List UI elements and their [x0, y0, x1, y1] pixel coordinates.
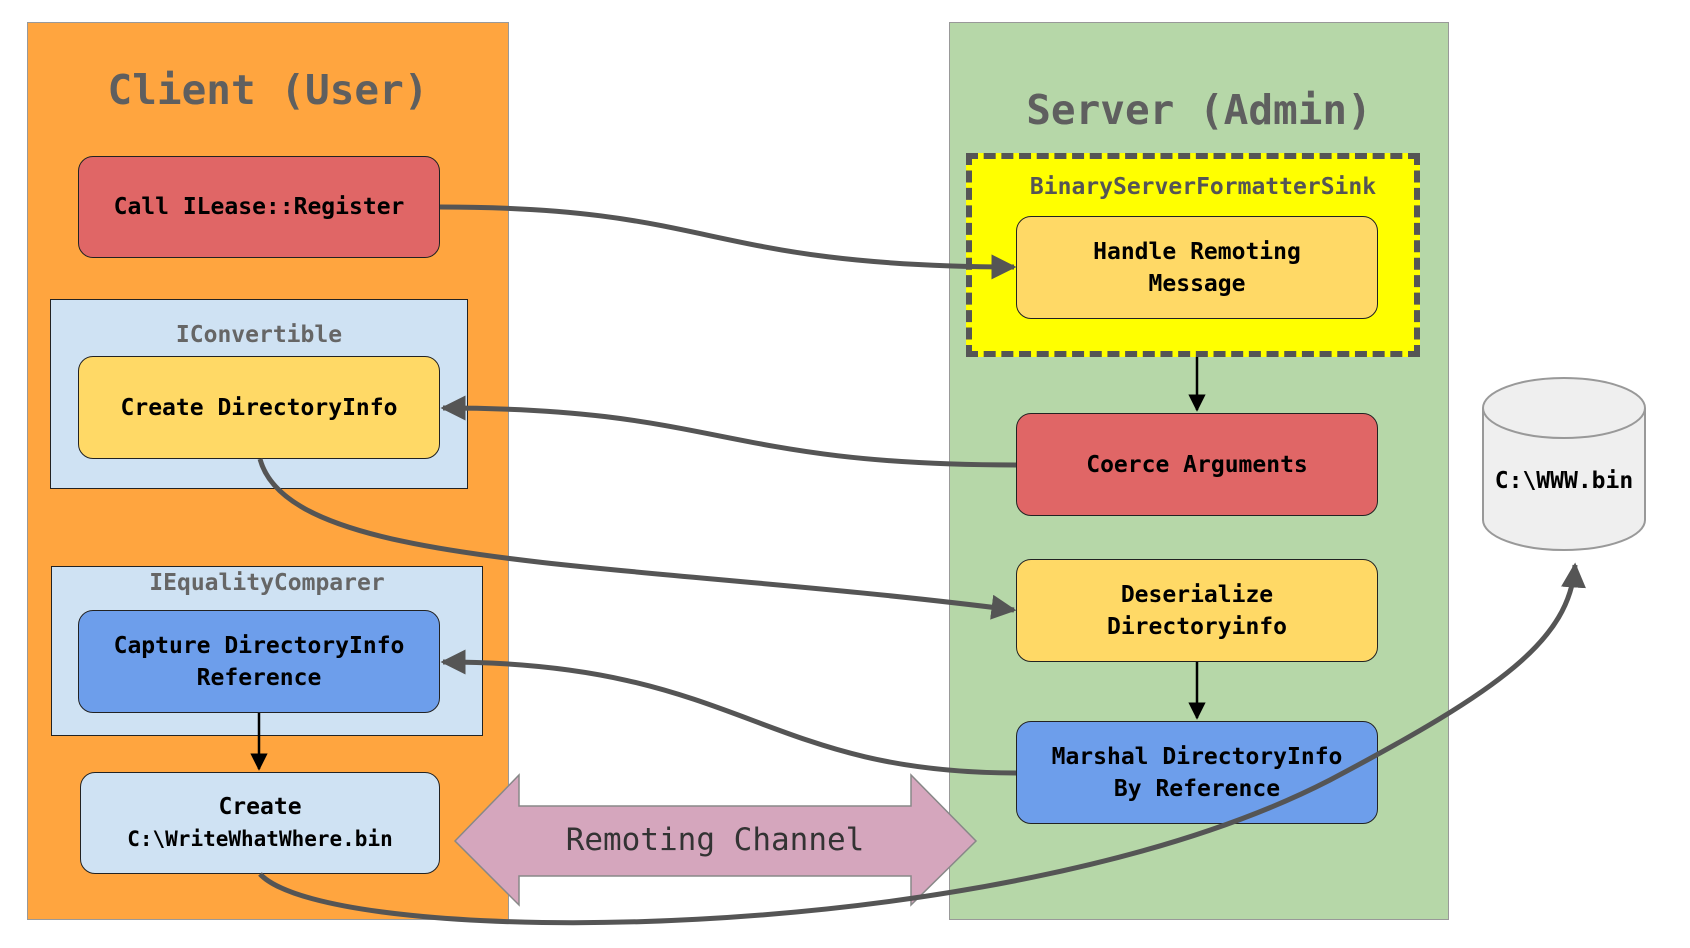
create-file-box: Create C:\WriteWhatWhere.bin: [80, 772, 440, 874]
remoting-channel-label: Remoting Channel: [566, 822, 865, 858]
deserialize-box: Deserialize Directoryinfo: [1016, 559, 1378, 662]
sink-title: BinaryServerFormatterSink: [1029, 174, 1377, 200]
iconvertible-title: IConvertible: [175, 322, 343, 348]
handle-message-box: Handle Remoting Message: [1016, 216, 1378, 319]
coerce-arguments-box: Coerce Arguments: [1016, 413, 1378, 516]
marshal-box: Marshal DirectoryInfo By Reference: [1016, 721, 1378, 824]
arrow-create-to-deserialize: [257, 458, 1017, 620]
storage-cylinder: [1482, 377, 1646, 551]
register-box: Call ILease::Register: [78, 156, 440, 258]
arrow-register-to-handle: [439, 204, 1017, 280]
create-file-line1: Create: [218, 794, 302, 820]
client-title: Client (User): [107, 66, 429, 114]
arrow-marshal-to-capture: [440, 649, 1017, 776]
remoting-channel-arrow: [453, 773, 978, 907]
storage-label: C:\WWW.bin: [1495, 468, 1633, 494]
arrow-coerce-to-create: [440, 395, 1017, 468]
create-directoryinfo-box: Create DirectoryInfo: [78, 356, 440, 459]
arrow-createfile-to-storage: [258, 562, 1586, 926]
iequality-title: IEqualityComparer: [149, 570, 385, 596]
capture-reference-box: Capture DirectoryInfo Reference: [78, 610, 440, 713]
server-title: Server (Admin): [1026, 86, 1372, 134]
create-file-line2: C:\WriteWhatWhere.bin: [127, 827, 393, 851]
